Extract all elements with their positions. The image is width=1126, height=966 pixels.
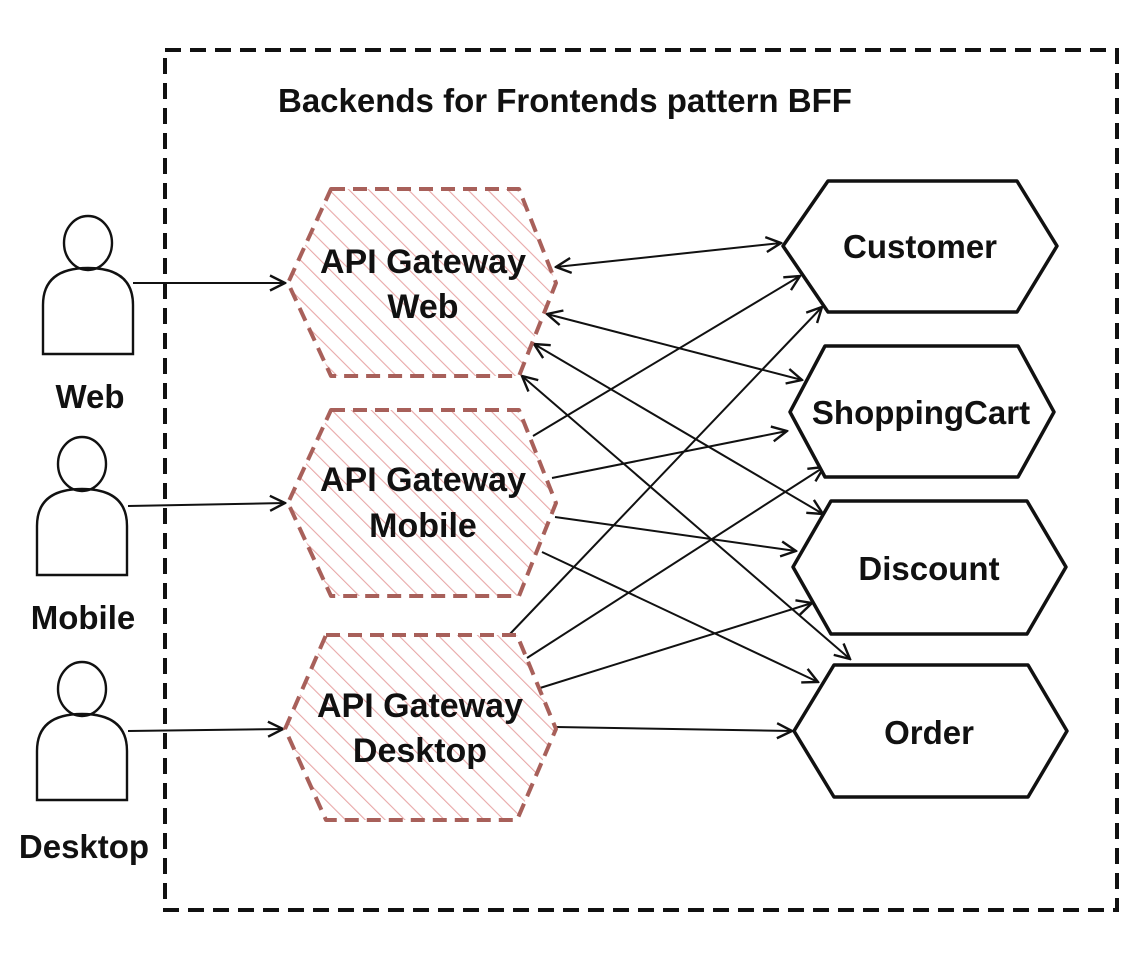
edge-gw-mobile-shoppingcart [551,431,787,479]
edge-gw-web-customer [556,243,781,267]
gateway-label-line2: Web [387,288,458,326]
edge-gw-mobile-customer [532,276,800,437]
service-hexagon [788,344,1056,479]
actor-label: Web [55,378,124,415]
user-icon [35,435,129,577]
gateway-hexagon [286,408,558,598]
service-label: ShoppingCart [812,394,1030,431]
service-label: Discount [858,550,999,587]
gateway-hexagon [286,187,558,378]
edge-gw-web-discount [534,344,823,514]
edge-gw-desktop-customer [508,307,822,636]
actor-mobile: Mobile [31,435,136,636]
actor-desktop: Desktop [19,660,149,865]
edge-desktop-to-gw-desktop [127,729,283,731]
service-label: Customer [843,228,997,265]
edge-gw-desktop-shoppingcart [526,467,824,659]
service-order: Order [792,663,1069,799]
gateway-label-line1: API Gateway [320,243,526,281]
edge-gw-desktop-discount [539,603,812,689]
actor-label: Mobile [31,599,136,636]
service-label: Order [884,714,974,751]
actor-label: Desktop [19,828,149,865]
edge-gw-mobile-discount [554,516,796,551]
edge-mobile-to-gw-mobile [127,503,285,506]
gateway-mobile: API Gateway Mobile [286,408,558,598]
user-icon [35,660,129,802]
gateway-label-line1: API Gateway [317,687,523,725]
service-hexagon [791,499,1068,636]
bff-boundary [163,48,1119,912]
edge-gw-desktop-order [555,727,792,731]
gateway-label-line2: Desktop [353,732,487,770]
service-hexagon [781,179,1059,314]
actor-web: Web [41,214,135,415]
gateway-desktop: API Gateway Desktop [283,633,558,822]
gateway-hexagon [283,633,558,822]
service-hexagon [792,663,1069,799]
edge-gw-web-shoppingcart [547,314,802,380]
edge-gw-mobile-order [541,551,818,682]
gateway-label-line1: API Gateway [320,461,526,499]
gateway-web: API Gateway Web [286,187,558,378]
gateway-label-line2: Mobile [369,507,477,545]
user-icon [41,214,135,356]
diagram-title: Backends for Frontends pattern BFF [278,82,852,119]
service-shoppingcart: ShoppingCart [788,344,1056,479]
service-discount: Discount [791,499,1068,636]
service-customer: Customer [781,179,1059,314]
connectors [127,243,850,731]
